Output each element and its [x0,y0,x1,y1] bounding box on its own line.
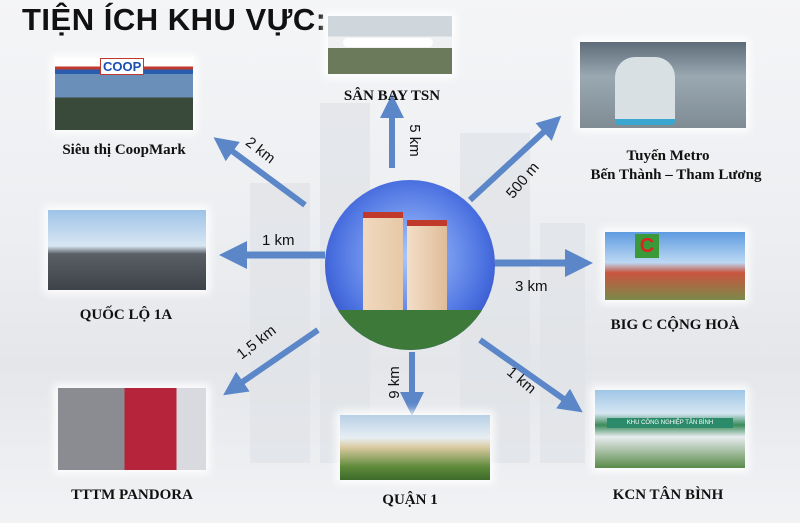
center-building-image [325,180,495,350]
coopmark-label: Siêu thị CoopMark [62,142,186,158]
metro-image [580,42,746,128]
metro-label-line2: Bến Thành – Tham Lương [590,167,762,183]
bigc-label: BIG C CỘNG HOÀ [610,317,740,333]
arrow-metro [467,115,562,203]
kcn-image: KHU CÔNG NGHIỆP TÂN BÌNH [595,390,745,468]
highway-image [48,210,206,290]
airport-image [328,16,452,74]
kcn-label: KCN TÂN BÌNH [612,487,724,503]
pandora-label: TTTM PANDORA [71,487,193,503]
arrow-kcn [478,337,583,413]
bigc-image: C [605,232,745,300]
district1-label: QUẬN 1 [382,492,438,508]
coopmark-image: COOP [55,58,193,130]
arrow-pandora [223,327,320,396]
highway-distance: 1 km [262,232,295,249]
page-title: TIỆN ÍCH KHU VỰC: [22,2,327,37]
highway-label: QUỐC LỘ 1A [79,307,173,323]
pandora-image [58,388,206,470]
background-building [250,183,310,463]
district1-distance: 9 km [385,366,403,399]
arrow-coopmark [213,137,307,208]
bigc-logo: C [635,234,659,258]
kcn-sign: KHU CÔNG NGHIỆP TÂN BÌNH [607,418,733,428]
metro-label-line1: Tuyến Metro [626,148,710,164]
bigc-distance: 3 km [515,278,548,295]
coop-logo: COOP [100,58,145,75]
district1-image [340,415,490,480]
airport-label: SÂN BAY TSN [343,88,441,104]
airport-distance: 5 km [405,124,423,157]
